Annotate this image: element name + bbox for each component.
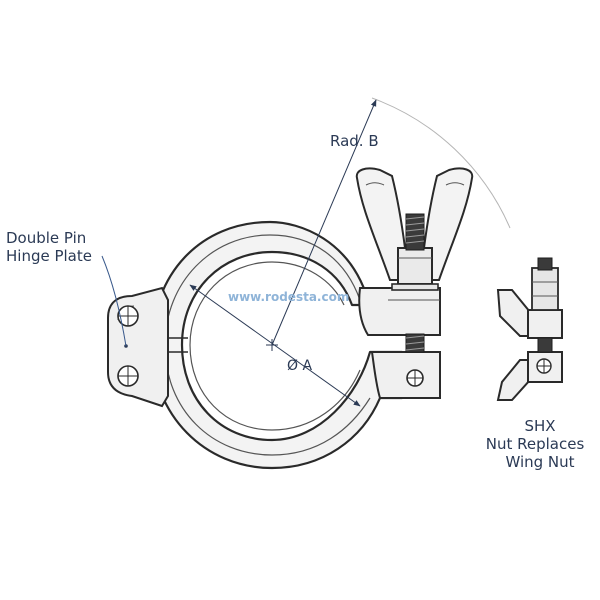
threaded-bolt — [405, 213, 425, 353]
diameter-label: Ø A — [287, 358, 313, 374]
double-pin-hinge-plate — [107, 286, 169, 408]
shx-label-line-1: SHX — [524, 417, 556, 435]
center-mark — [266, 339, 278, 351]
upper-clamp-ear — [358, 287, 441, 336]
shx-nut-detail — [496, 257, 563, 401]
shx-label-line-3: Wing Nut — [505, 453, 575, 471]
wing-nut — [355, 167, 474, 291]
hinge-leader-line — [101, 255, 127, 347]
radius-construction-arc — [371, 97, 511, 229]
shx-hex-nut — [531, 267, 559, 311]
hinge-label-line-1: Double Pin — [6, 229, 87, 247]
watermark-text: www.rodesta.com — [228, 290, 350, 304]
lower-clamp-ear — [370, 351, 441, 399]
hinge-label-line-2: Hinge Plate — [6, 247, 92, 265]
shx-label-line-2: Nut Replaces — [485, 435, 585, 453]
radius-label: Rad. B — [330, 132, 379, 150]
